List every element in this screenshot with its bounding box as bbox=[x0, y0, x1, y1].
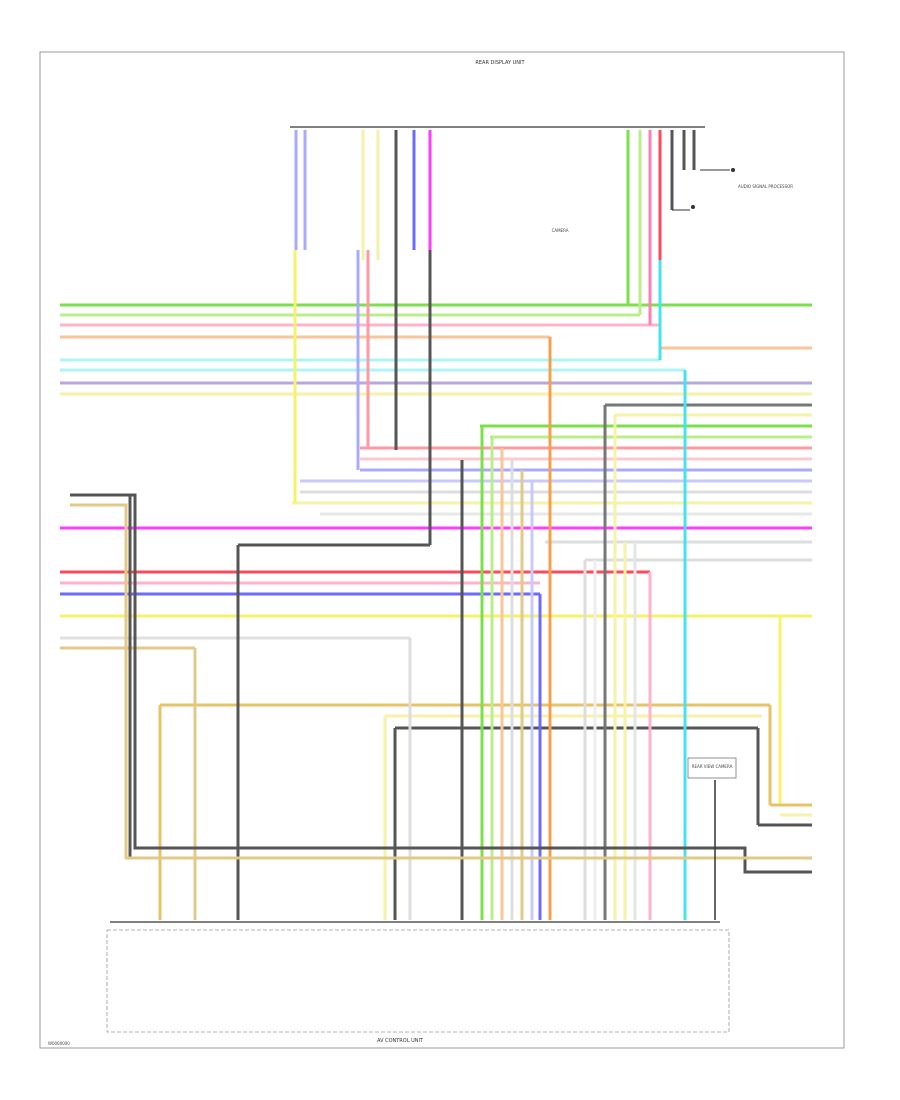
vertical-wires bbox=[124, 130, 782, 920]
antenna-label: AUDIO SIGNAL PROCESSOR bbox=[738, 184, 793, 189]
bottom-return-wires bbox=[70, 493, 812, 874]
bottom-unit-box bbox=[106, 929, 730, 1033]
bottom-unit-label: AV CONTROL UNIT bbox=[377, 1038, 424, 1044]
arrow-dot-2 bbox=[691, 205, 695, 209]
ground-component: REAR VIEW CAMERA bbox=[687, 757, 737, 920]
horizontal-wires bbox=[60, 303, 812, 730]
return-tan bbox=[70, 503, 812, 860]
top-unit-label: REAR DISPLAY UNIT bbox=[475, 60, 525, 66]
corner-code: W0000000 bbox=[48, 1041, 70, 1046]
arrow-dot-1 bbox=[731, 168, 735, 172]
return-black bbox=[70, 493, 812, 874]
ground-box-label: REAR VIEW CAMERA bbox=[692, 764, 733, 769]
mid-connector-label: CAMERA bbox=[552, 228, 569, 233]
ground-box bbox=[687, 757, 737, 779]
diagram-frame bbox=[39, 51, 845, 1049]
top-right-connectors: AUDIO SIGNAL PROCESSOR bbox=[672, 168, 793, 211]
